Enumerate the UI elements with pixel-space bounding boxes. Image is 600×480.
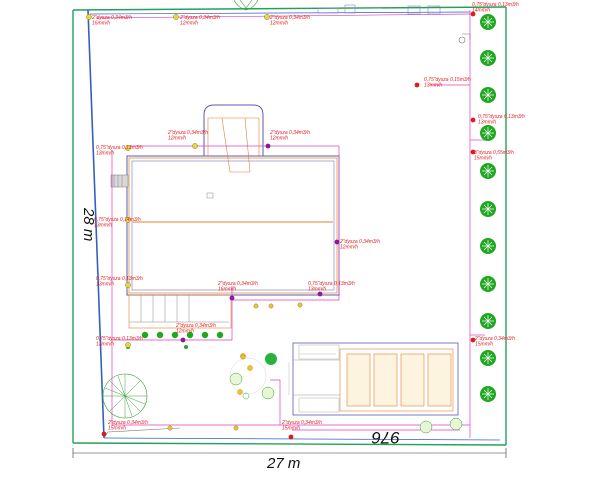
sprinkler-head-icon <box>125 217 131 223</box>
tree-icon <box>480 386 496 402</box>
large-tree-left <box>102 373 148 419</box>
tree-top <box>233 0 259 11</box>
tree-icon <box>480 125 496 141</box>
tree-icon <box>480 163 496 179</box>
sprinkler-head-icon <box>317 291 323 297</box>
sprinkler-head-icon <box>180 337 186 343</box>
sprinkler-head-icon <box>297 302 303 308</box>
shrub-icon <box>216 331 224 339</box>
shrub-icon <box>156 331 164 339</box>
sprinkler-head-icon <box>125 342 131 348</box>
sprinkler-head-icon <box>268 303 274 309</box>
sprinkler-head-icon <box>173 14 179 20</box>
sprinkler-head-icon <box>470 337 476 343</box>
sprinkler-head-icon <box>167 425 173 431</box>
tree-icon <box>480 276 496 292</box>
sprinkler-head-icon <box>192 143 198 149</box>
sprinkler-head-icon <box>470 149 476 155</box>
sprinkler-head-icon <box>470 11 476 17</box>
sprinkler-head-icon <box>86 14 92 20</box>
site-boundary <box>72 4 507 446</box>
dimension-lines: 27 m 28 m 976 <box>72 207 507 472</box>
shrub-icon <box>201 331 209 339</box>
vegetable-garden <box>288 342 459 416</box>
sprinkler-head-icon <box>240 354 246 360</box>
tree-icon <box>480 14 496 30</box>
supply-line <box>103 33 471 439</box>
sprinkler-head-icon <box>470 117 476 123</box>
shrub-icon <box>186 331 194 339</box>
sprinkler-head-icon <box>233 425 239 431</box>
sprinkler-head-icon <box>265 143 271 149</box>
tree-icon <box>480 201 496 217</box>
sprinkler-head-icon <box>125 145 131 151</box>
height-dimension: 28 m <box>80 207 97 241</box>
road-edge-left <box>87 9 105 439</box>
width-dimension: 27 m <box>266 455 300 472</box>
sprinkler-head-icon <box>334 239 340 245</box>
tree-icon <box>480 87 496 103</box>
sprinkler-head-icon <box>101 431 107 437</box>
shrub-icon <box>184 345 188 349</box>
terrace <box>128 294 232 329</box>
shrub-icon <box>141 331 149 339</box>
sprinkler-head-icon <box>288 434 294 440</box>
irrigation-pipes <box>95 10 485 438</box>
right-tree-row <box>480 14 496 402</box>
house <box>110 104 340 329</box>
tree-icon <box>480 50 496 66</box>
sprinkler-head-icon <box>229 295 235 301</box>
tree-icon <box>480 238 496 254</box>
sprinkler-head-icon <box>253 303 259 309</box>
shrub-icon <box>171 331 179 339</box>
stairs <box>110 174 129 188</box>
sprinkler-head-icon <box>125 282 131 288</box>
sprinkler-head-icon <box>414 82 420 88</box>
mirrored-dimension: 976 <box>371 428 400 447</box>
tree-icon <box>480 313 496 329</box>
tree-icon <box>480 350 496 366</box>
sprinkler-head-icon <box>264 14 270 20</box>
chimney <box>206 192 214 199</box>
garden-shrubs <box>229 353 463 434</box>
